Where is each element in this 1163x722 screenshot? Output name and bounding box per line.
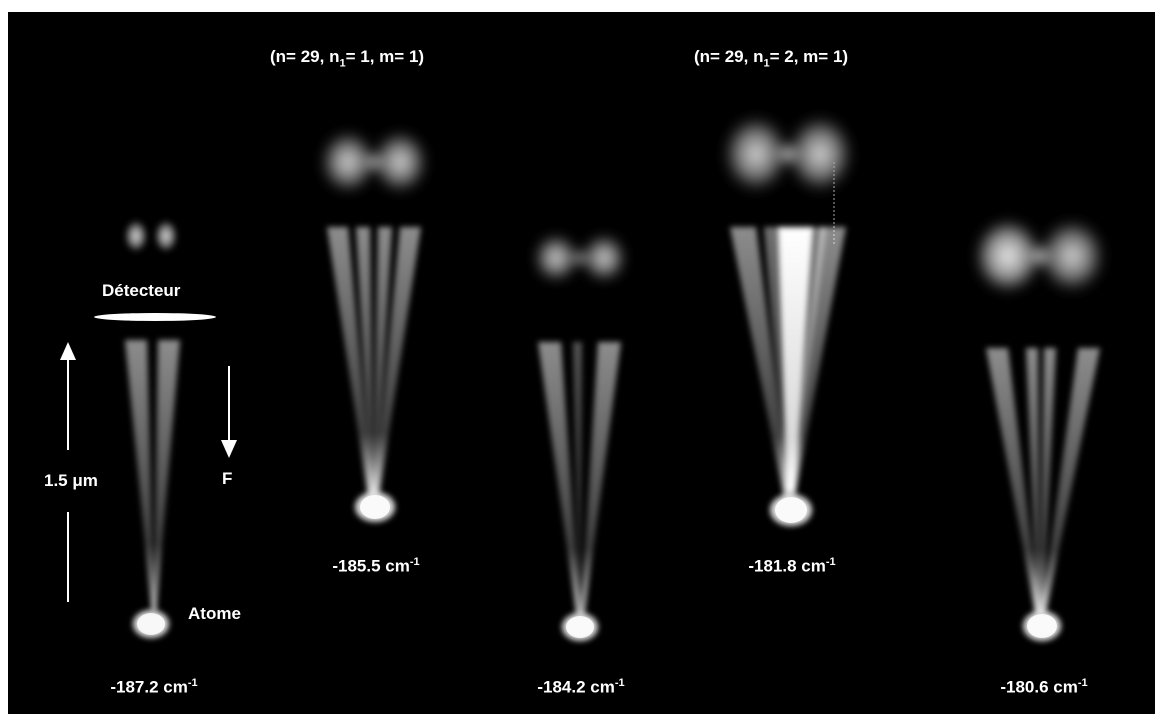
energy-value: -184.2 bbox=[537, 677, 586, 697]
photoionization-microscopy-images bbox=[60, 112, 1108, 641]
energy-exponent: -1 bbox=[187, 677, 198, 689]
trajectory-beams bbox=[125, 340, 180, 612]
n1-value: 2 bbox=[784, 47, 794, 66]
atom-icon bbox=[562, 613, 598, 641]
energy-label-2: -185.5 cm-1 bbox=[332, 557, 419, 575]
energy-exponent: -1 bbox=[1077, 677, 1088, 689]
detector-spot bbox=[532, 232, 628, 284]
m-label: , m= bbox=[793, 47, 833, 66]
pattern-column-3 bbox=[532, 232, 628, 641]
atom-label: Atome bbox=[188, 604, 241, 623]
energy-unit: cm bbox=[801, 556, 826, 576]
pattern-column-5 bbox=[972, 216, 1108, 641]
detector-plate-icon bbox=[94, 313, 216, 321]
n1-label: , n bbox=[743, 47, 764, 66]
trajectory-beams bbox=[986, 348, 1100, 617]
pattern-column-2 bbox=[318, 128, 430, 522]
energy-unit: cm bbox=[590, 677, 615, 697]
energy-value: -185.5 bbox=[332, 556, 381, 576]
energy-value: -187.2 bbox=[110, 677, 159, 697]
energy-exponent: -1 bbox=[409, 556, 420, 568]
n1-equals: = bbox=[769, 47, 785, 66]
detector-spot bbox=[318, 128, 430, 196]
detector-spot bbox=[123, 218, 179, 254]
paren-close: ) bbox=[842, 47, 849, 66]
atom-icon bbox=[1023, 611, 1061, 641]
energy-unit: cm bbox=[385, 556, 410, 576]
n1-equals: = bbox=[345, 47, 361, 66]
n1-label: , n bbox=[319, 47, 340, 66]
paren-close: ) bbox=[418, 47, 425, 66]
m-value: 1 bbox=[408, 47, 419, 66]
energy-unit: cm bbox=[163, 677, 188, 697]
paren-open: ( bbox=[270, 47, 276, 66]
energy-label-3: -184.2 cm-1 bbox=[537, 678, 624, 696]
n1-subscript: 1 bbox=[339, 57, 346, 70]
energy-exponent: -1 bbox=[825, 556, 836, 568]
n-value: 29 bbox=[724, 47, 744, 66]
energy-label-4: -181.8 cm-1 bbox=[748, 557, 835, 575]
detector-spot bbox=[720, 112, 856, 196]
figure-panel: (n= 29, n1= 1, m= 1) (n= 29, n1= 2, m= 1… bbox=[8, 12, 1155, 714]
atom-icon bbox=[355, 492, 395, 522]
trajectory-beams bbox=[730, 227, 846, 507]
paren-open: ( bbox=[694, 47, 700, 66]
n-label: n= bbox=[275, 47, 301, 66]
group-label-2: (n= 29, n1= 2, m= 1) bbox=[694, 48, 848, 69]
n1-value: 1 bbox=[360, 47, 370, 66]
distance-label: 1.5 μm bbox=[44, 471, 98, 490]
energy-exponent: -1 bbox=[614, 677, 625, 689]
energy-label-5: -180.6 cm-1 bbox=[1000, 678, 1087, 696]
n-value: 29 bbox=[300, 47, 320, 66]
trajectory-beams bbox=[327, 227, 421, 502]
detector-label: Détecteur bbox=[102, 281, 181, 300]
trajectory-beams bbox=[538, 342, 621, 617]
energy-value: -181.8 bbox=[748, 556, 797, 576]
energy-value: -180.6 bbox=[1000, 677, 1049, 697]
pattern-column-4 bbox=[720, 112, 856, 526]
m-label: , m= bbox=[369, 47, 409, 66]
energy-unit: cm bbox=[1053, 677, 1078, 697]
atom-icon bbox=[133, 610, 169, 638]
m-value: 1 bbox=[832, 47, 843, 66]
n1-subscript: 1 bbox=[763, 57, 770, 70]
atom-icon bbox=[770, 494, 812, 526]
energy-label-1: -187.2 cm-1 bbox=[110, 678, 197, 696]
pattern-column-1 bbox=[60, 218, 237, 638]
detector-spot bbox=[972, 216, 1108, 296]
field-label: F bbox=[222, 469, 233, 488]
group-label-1: (n= 29, n1= 1, m= 1) bbox=[270, 48, 424, 69]
n-label: n= bbox=[699, 47, 725, 66]
